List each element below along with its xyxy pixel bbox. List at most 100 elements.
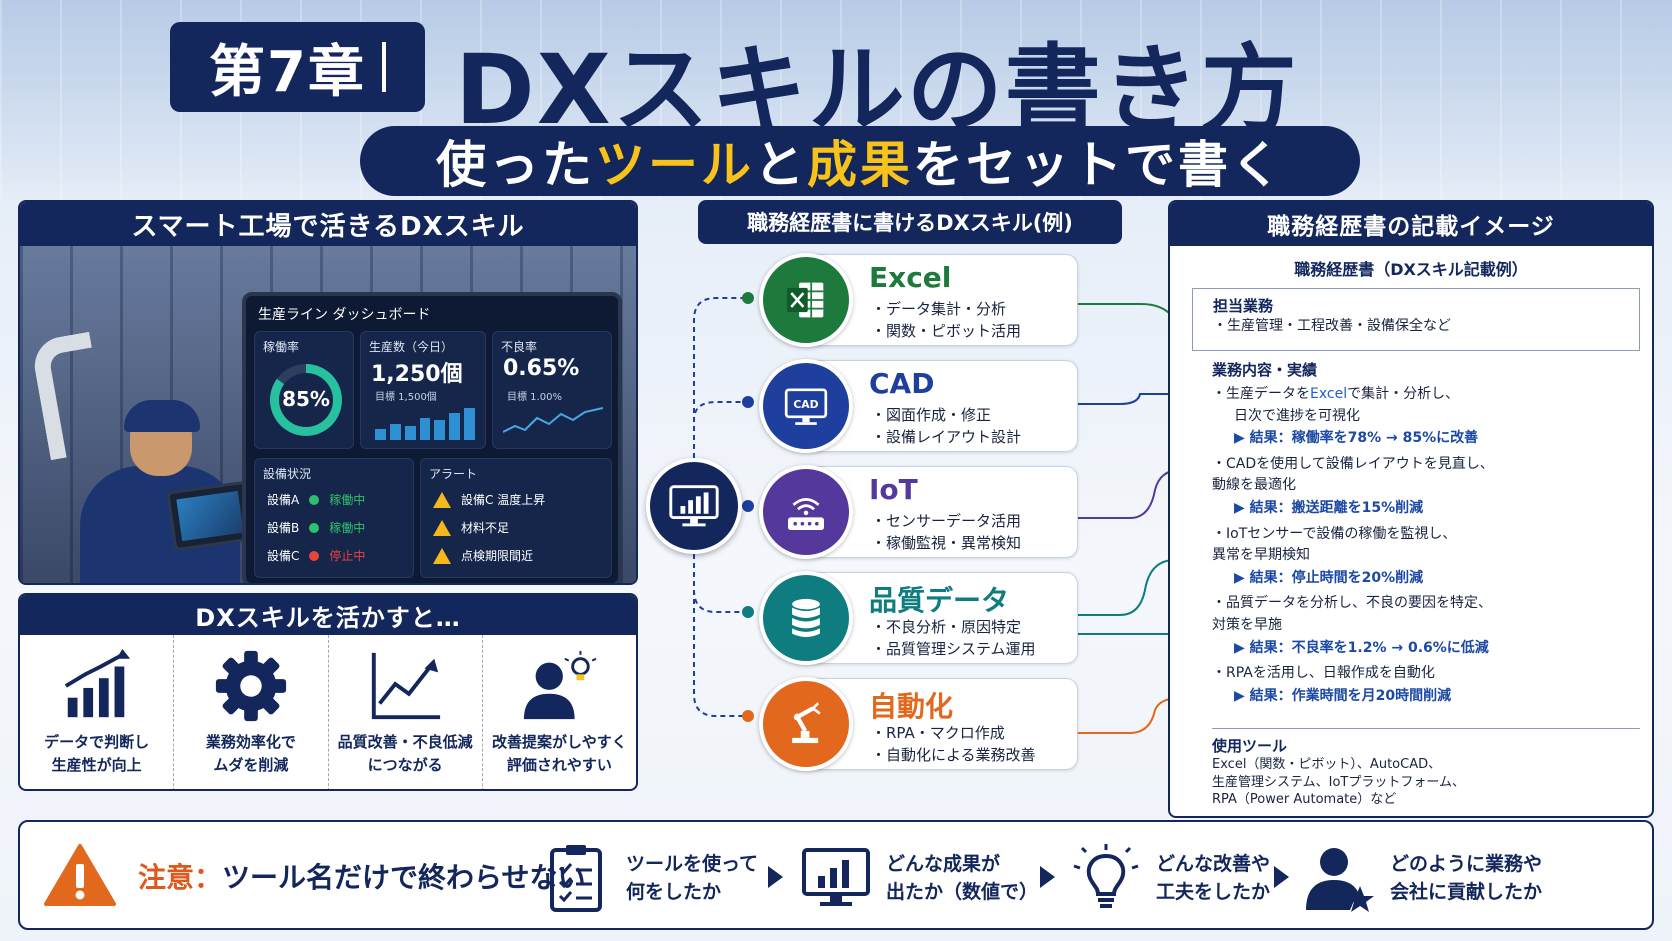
benefit-item: 品質改善・不良低減 につながる	[329, 635, 483, 789]
production-dashboard: 生産ライン ダッシュボード 稼働率 85% 生産数（今日） 1,250個 目標 …	[242, 292, 622, 583]
equipment-name: 設備B	[267, 521, 300, 535]
equipment-status: 稼働中	[329, 521, 366, 535]
step-item: ツールを使って 何をしたか	[540, 840, 758, 916]
line-chart-up-icon	[371, 652, 441, 720]
alert-text: 設備C 温度上昇	[461, 493, 546, 507]
status-dot-icon	[309, 550, 320, 561]
arrow-right-icon	[1040, 866, 1055, 888]
caution-message: 注意：ツール名だけで終わらせない	[138, 856, 585, 896]
alert-label: アラート	[429, 467, 478, 481]
factory-photo: 生産ライン ダッシュボード 稼働率 85% 生産数（今日） 1,250個 目標 …	[20, 246, 636, 583]
skill-card-automation: 自動化 ・RPA・マクロ作成・自動化による業務改善	[759, 677, 1078, 771]
entry-text: ・RPAを活用し、日報作成を自動化	[1212, 665, 1435, 682]
excel-icon	[759, 253, 853, 347]
monitor-chart-icon	[802, 848, 870, 906]
caution-warning-icon	[44, 844, 116, 906]
benefit-item: データで判断し 生産性が向上	[20, 635, 175, 789]
warning-icon	[433, 519, 451, 536]
skill-card-quality-data: 品質データ ・不良分析・原因特定・品質管理システム運用	[759, 571, 1078, 665]
cad-monitor-icon: CAD	[759, 359, 853, 453]
step-item: どんな成果が 出たか（数値で）	[800, 840, 1038, 916]
entry-result: ▶ 結果：不良率を1.2% → 0.6%に低減	[1234, 639, 1489, 656]
alert-row: 材料不足	[433, 519, 509, 536]
equipment-row: 設備B 稼働中	[267, 519, 365, 536]
rate-card: 稼働率 85%	[254, 331, 354, 449]
skill-description: ・センサーデータ活用・稼働監視・異常検知	[871, 512, 1022, 552]
person-idea-icon	[524, 650, 597, 720]
tools-heading: 使用ツール	[1212, 737, 1288, 755]
defect-target: 目標 1.00%	[507, 392, 562, 403]
entry-text: 日次で進捗を可視化	[1234, 407, 1360, 424]
work-section: 業務内容・実績 ・生産データをExcelで集計・分析し、 日次で進捗を可視化 ▶…	[1192, 350, 1640, 704]
tools-section: 使用ツール Excel（関数・ピボット）、AutoCAD、 生産管理システム、I…	[1212, 728, 1640, 809]
benefit-text: 品質改善・不良低減 につながる	[337, 733, 473, 774]
entry-result: ▶ 結果：停止時間を20%削減	[1234, 569, 1424, 586]
arrow-right-icon	[1274, 866, 1289, 888]
warning-icon	[433, 491, 451, 508]
alert-text: 材料不足	[461, 521, 510, 535]
smart-factory-panel: スマート工場で活きるDXスキル 生産ライン ダッシュボード 稼働率 85% 生産…	[18, 200, 638, 585]
hub-monitor-icon	[646, 458, 742, 554]
entry-text: ・CADを使用して設備レイアウトを見直し、 動線を最適化	[1212, 455, 1494, 494]
step-text: ツールを使って 何をしたか	[626, 852, 759, 904]
caution-bar: 注意：ツール名だけで終わらせない ツールを使って 何をしたか どんな成果が 出た…	[18, 820, 1654, 930]
status-dot-icon	[309, 494, 320, 505]
page-subtitle: 使ったツールと成果をセットで書く	[360, 126, 1360, 196]
benefit-item: 業務効率化で ムダを削減	[174, 635, 329, 789]
alert-row: 点検期限間近	[433, 547, 533, 564]
subtitle-part: 使った	[436, 136, 595, 194]
resume-example-panel: 職務経歴書の記載イメージ 職務経歴書（DXスキル記載例） 担当業務 ・生産管理・…	[1168, 200, 1654, 818]
skill-name: 品質データ	[869, 584, 1010, 617]
output-bar-chart	[375, 404, 476, 440]
skill-description: ・RPA・マクロ作成・自動化による業務改善	[871, 724, 1036, 764]
dx-skills-title: 職務経歴書に書けるDXスキル(例)	[698, 200, 1122, 244]
rate-label: 稼働率	[263, 340, 300, 354]
step-item: どんな改善や 工夫をしたか	[1070, 840, 1270, 916]
step-text: どんな成果が 出たか（数値で）	[886, 852, 1039, 904]
svg-text:CAD: CAD	[793, 398, 818, 411]
skill-card-iot: IoT ・センサーデータ活用・稼働監視・異常検知	[759, 465, 1078, 559]
equipment-name: 設備A	[267, 493, 300, 507]
chapter-label: 第7章	[209, 39, 366, 105]
iot-router-icon	[759, 465, 853, 559]
defect-label: 不良率	[501, 340, 538, 354]
skill-description: ・図面作成・修正・設備レイアウト設計	[871, 406, 1022, 446]
skill-card-excel: Excel ・データ集計・分析・関数・ピボット活用	[759, 253, 1078, 347]
rate-value: 85%	[282, 387, 330, 411]
alert-text: 点検期限間近	[461, 549, 534, 563]
skill-description: ・データ集計・分析・関数・ピボット活用	[871, 300, 1022, 340]
robot-arm-icon	[759, 677, 853, 771]
lightbulb-icon	[1073, 844, 1139, 908]
entry-text: ・品質データを分析し、不良の要因を特定、 対策を早施	[1212, 595, 1492, 633]
duty-section: 担当業務 ・生産管理・工程改善・設備保全など	[1192, 288, 1640, 350]
status-dot-icon	[309, 522, 320, 533]
equipment-label: 設備状況	[263, 467, 312, 481]
output-card: 生産数（今日） 1,250個 目標 1,500個	[360, 331, 486, 449]
alert-card: アラート 設備C 温度上昇 材料不足 点検期限間近	[420, 458, 612, 578]
equipment-row: 設備A 稼働中	[267, 491, 365, 508]
output-label: 生産数（今日）	[369, 340, 454, 354]
benefits-panel: DXスキルを活かすと… データで判断し 生産性が向上	[18, 593, 638, 791]
skill-description: ・不良分析・原因特定・品質管理システム運用	[871, 618, 1036, 658]
skill-name: CAD	[869, 367, 935, 400]
dashboard-title: 生産ライン ダッシュボード	[258, 307, 431, 323]
subtitle-part: をセットで書く	[913, 136, 1284, 194]
entry-result: ▶ 結果：搬送距離を15%削減	[1234, 500, 1424, 517]
smart-factory-title: スマート工場で活きるDXスキル	[20, 202, 636, 246]
output-value: 1,250個	[371, 362, 463, 387]
duty-heading: 担当業務	[1213, 297, 1274, 315]
resume-example-title: 職務経歴書の記載イメージ	[1170, 202, 1652, 246]
equipment-row: 設備C 停止中	[267, 547, 365, 564]
entry-text: ・IoTセンサーで設備の稼働を監視し、 異常を早期検知	[1212, 525, 1457, 564]
output-target: 目標 1,500個	[375, 392, 437, 403]
equipment-status: 稼働中	[329, 493, 366, 507]
warning-icon	[433, 547, 451, 564]
step-text: どんな改善や 工夫をしたか	[1156, 852, 1271, 904]
skill-name: 自動化	[869, 690, 954, 723]
subtitle-highlight-tool: ツール	[595, 136, 754, 194]
equipment-name: 設備C	[267, 549, 300, 563]
entry-result: ▶ 結果：作業時間を月20時間削減	[1234, 687, 1452, 704]
defect-value: 0.65%	[503, 356, 580, 381]
caution-text: ツール名だけで終わらせない	[222, 861, 586, 894]
alert-row: 設備C 温度上昇	[433, 491, 545, 508]
